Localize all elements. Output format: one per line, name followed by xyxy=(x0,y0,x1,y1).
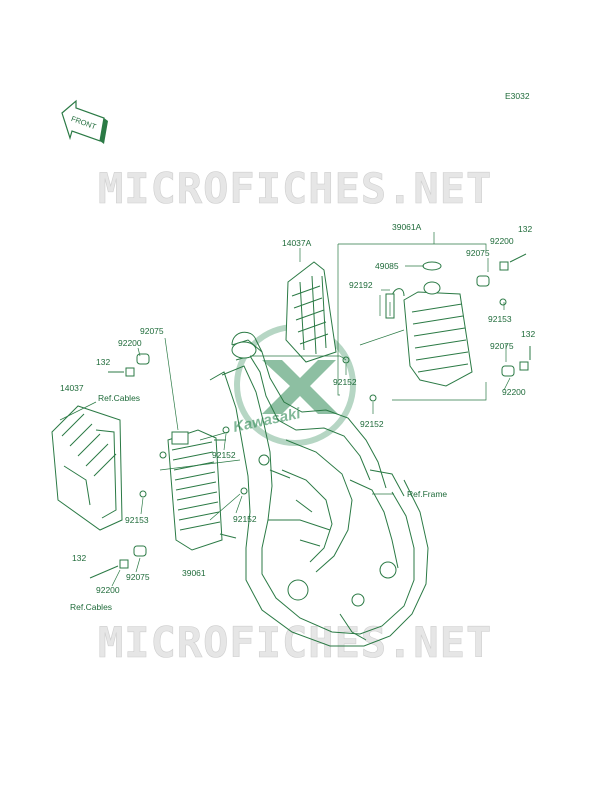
ref-frame: Ref.Frame xyxy=(407,489,447,499)
part-92152-left: 92152 xyxy=(212,450,236,460)
part-132-left-bottom: 132 xyxy=(72,553,86,563)
part-92075-right: 92075 xyxy=(490,341,514,351)
part-39061: 39061 xyxy=(182,568,206,578)
radiator-right xyxy=(385,261,473,387)
part-92192: 92192 xyxy=(349,280,373,290)
hardware xyxy=(89,253,531,579)
part-92075-left-top: 92075 xyxy=(140,326,164,336)
part-92075-left-bottom: 92075 xyxy=(126,572,150,582)
part-92152-lower-center: 92152 xyxy=(360,419,384,429)
leader-lines xyxy=(59,232,511,587)
part-39061A: 39061A xyxy=(392,222,422,232)
radiator-left xyxy=(159,429,237,551)
part-92153-left: 92153 xyxy=(125,515,149,525)
radiator-shroud-left xyxy=(51,405,123,531)
radiator-shroud-right xyxy=(285,261,337,363)
part-92200-left-bottom: 92200 xyxy=(96,585,120,595)
watermark-top: MICROFICHES.NET xyxy=(98,164,492,213)
part-132-top-right: 132 xyxy=(518,224,532,234)
ref-cables-top: Ref.Cables xyxy=(98,393,140,403)
part-92153-right: 92153 xyxy=(488,314,512,324)
front-arrow-icon: FRONT xyxy=(61,99,108,144)
part-14037: 14037 xyxy=(60,383,84,393)
part-92200-left-top: 92200 xyxy=(118,338,142,348)
frame-drawing xyxy=(209,331,429,647)
part-132-right: 132 xyxy=(521,329,535,339)
part-92075-top-right: 92075 xyxy=(466,248,490,258)
part-49085: 49085 xyxy=(375,261,399,271)
diagram-code: E3032 xyxy=(505,91,530,101)
part-92200-right: 92200 xyxy=(502,387,526,397)
part-92200-top-right: 92200 xyxy=(490,236,514,246)
part-92152-center: 92152 xyxy=(333,377,357,387)
part-labels: 39061A 14037A 132 92200 92075 49085 9219… xyxy=(60,222,535,612)
ref-cables-bottom: Ref.Cables xyxy=(70,602,112,612)
part-14037A: 14037A xyxy=(282,238,312,248)
part-92152-lower-left: 92152 xyxy=(233,514,257,524)
watermark-bottom: MICROFICHES.NET xyxy=(98,618,492,667)
part-132-left-top: 132 xyxy=(96,357,110,367)
